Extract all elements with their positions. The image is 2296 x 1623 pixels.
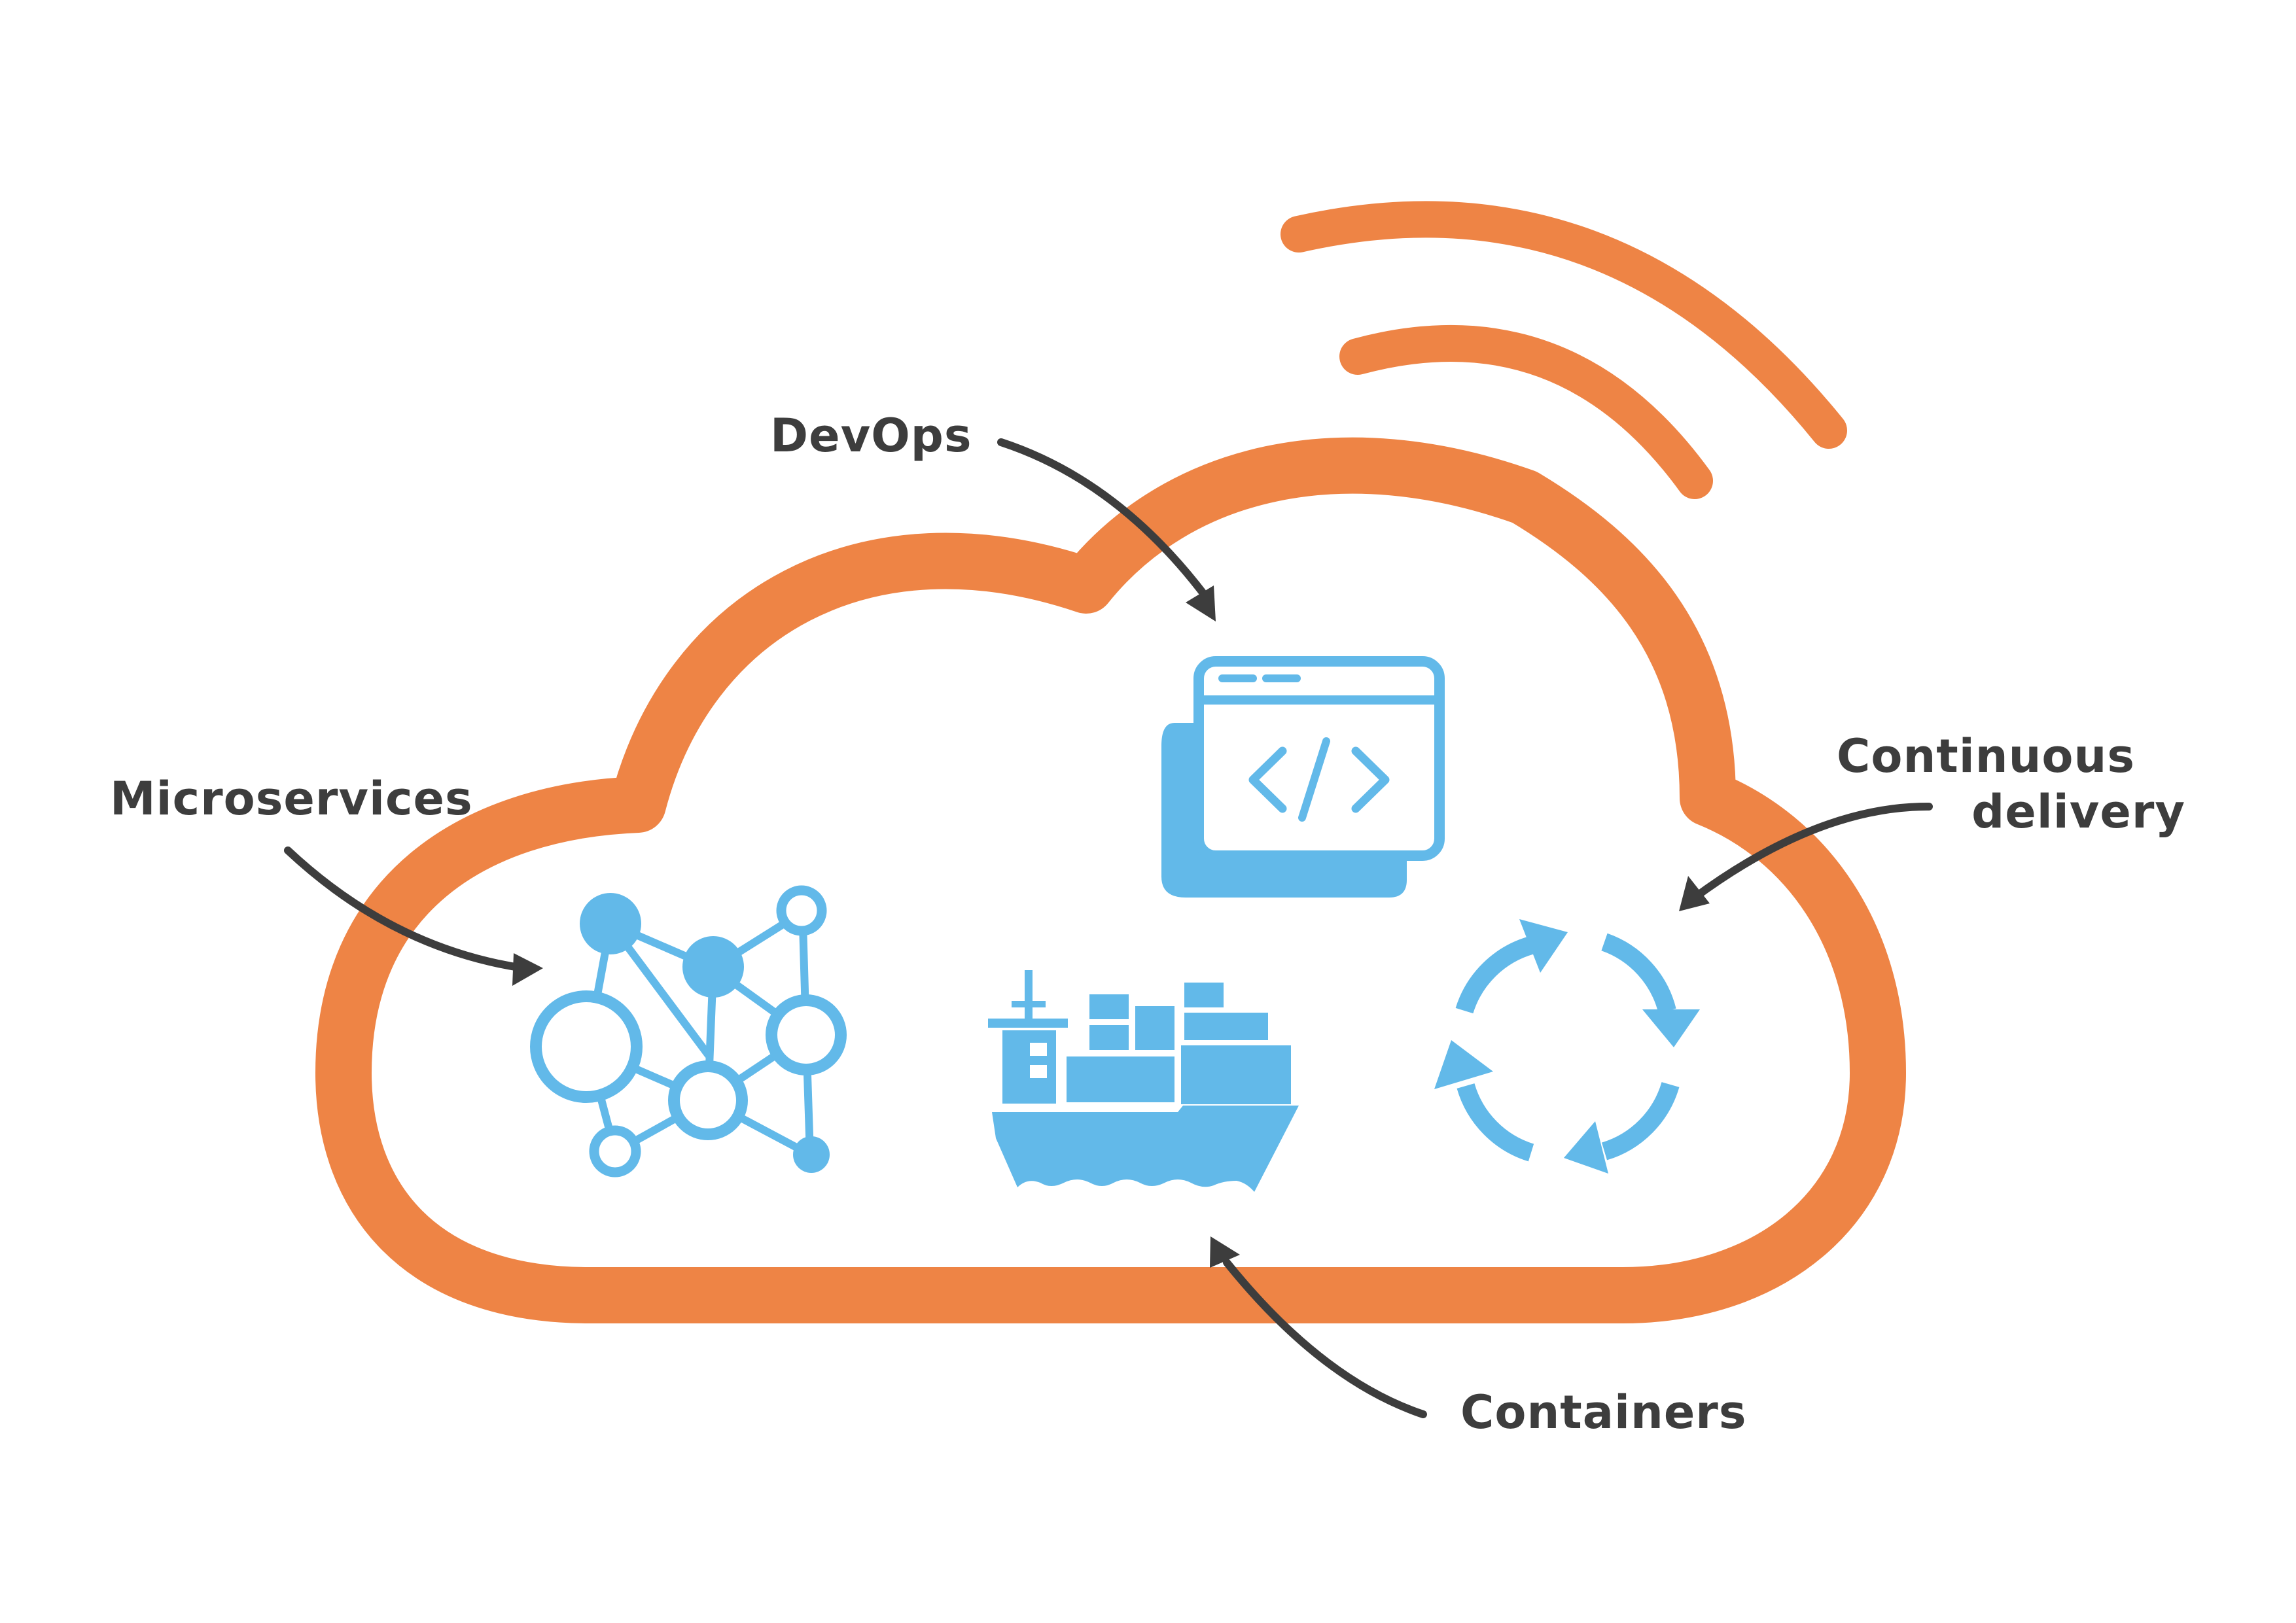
- devops-label: DevOps: [770, 409, 972, 462]
- node-filled-1: [580, 893, 641, 954]
- container-6: [1067, 1056, 1174, 1102]
- continuous-delivery-label-line2: delivery: [1971, 785, 2185, 839]
- ship-mast: [1025, 970, 1033, 1022]
- devops-arrow: [997, 438, 1211, 602]
- container-1: [1089, 994, 1129, 1019]
- node-medium-right: [766, 994, 847, 1075]
- container-2: [1089, 1025, 1129, 1050]
- code-window-icon: [1161, 656, 1445, 898]
- cloud-outline: [315, 437, 1906, 1323]
- signal-arc-outer: [1280, 201, 1847, 449]
- container-ship-icon: [988, 970, 1299, 1192]
- arrowheads: [512, 585, 1710, 1268]
- continuous-delivery-arrow: [1691, 802, 1933, 901]
- network-nodes-icon: [530, 885, 847, 1178]
- code-bracket-left: [1248, 746, 1287, 813]
- connector-arrows: [284, 438, 1933, 1418]
- containers-arrow: [1223, 1259, 1427, 1418]
- container-3: [1135, 1006, 1174, 1050]
- ship-bridge: [1002, 1030, 1056, 1104]
- containers-label: Containers: [1460, 1386, 1747, 1439]
- microservices-label: Microservices: [110, 772, 473, 826]
- cycle-arrows-icon: [1434, 919, 1700, 1174]
- node-medium-center: [668, 1060, 748, 1140]
- container-4: [1184, 983, 1224, 1007]
- container-5: [1184, 1013, 1268, 1040]
- node-filled-bottom-right: [793, 1136, 830, 1173]
- continuous-delivery-label-line1: Continuous: [1837, 729, 2135, 783]
- ship-mast-yard: [988, 1019, 1068, 1028]
- code-bracket-right: [1351, 746, 1390, 813]
- signal-arc-inner: [1339, 324, 1713, 499]
- container-7: [1181, 1045, 1291, 1104]
- microservices-arrow: [284, 846, 527, 972]
- code-slash: [1298, 737, 1330, 822]
- signal-arcs-icon: [1280, 201, 1847, 499]
- node-large-left: [530, 990, 643, 1103]
- node-filled-2: [682, 936, 744, 998]
- node-small-top: [776, 885, 827, 936]
- node-small-bottom-left: [589, 1125, 641, 1178]
- ship-hull: [992, 1106, 1299, 1192]
